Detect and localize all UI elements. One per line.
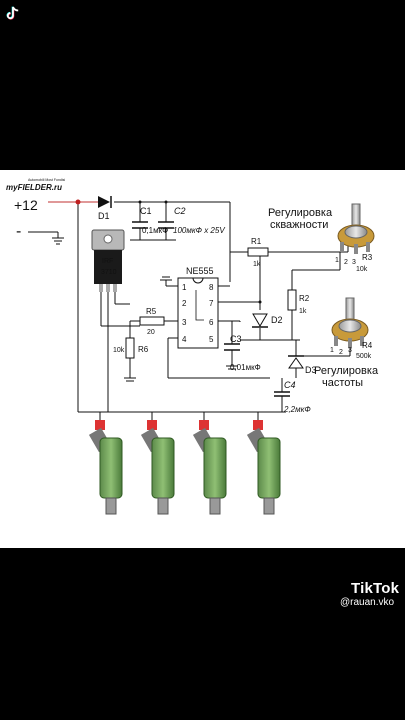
r4-label: R4	[362, 341, 373, 350]
d1-label: D1	[98, 211, 110, 221]
r1-label: R1	[251, 237, 262, 246]
injector-4	[246, 420, 281, 515]
c1-label: C1	[140, 206, 152, 216]
mosfet-label-2: 3710	[101, 269, 117, 276]
r1-value: 1k	[253, 261, 261, 268]
diode-d1	[98, 196, 112, 208]
ic-pin-8: 8	[209, 283, 214, 292]
tiktok-logo-icon	[6, 6, 19, 20]
circuit-schematic: myFIELDER.ru Automobili Most Fondisi +12…	[6, 178, 379, 515]
ic-pin-3: 3	[182, 318, 187, 327]
resistor-r1	[247, 247, 269, 257]
r4-pin-1: 1	[330, 347, 334, 354]
c2-label: C2	[174, 206, 186, 216]
ic-pin-2: 2	[182, 299, 187, 308]
rail-node	[75, 199, 81, 205]
tiktok-username[interactable]: @rauan.vko	[340, 597, 395, 608]
ic-pin-5: 5	[209, 335, 214, 344]
r6-label: R6	[138, 345, 149, 354]
capacitor-c2	[158, 221, 174, 229]
d3-label: D3	[305, 365, 317, 375]
r4-pin-3: 3	[348, 347, 352, 354]
r2-value: 1k	[299, 308, 307, 315]
r4-value: 500k	[356, 353, 372, 360]
ic-pin-6: 6	[209, 318, 214, 327]
r2-label: R2	[299, 294, 310, 303]
potentiometer-r3	[337, 203, 375, 254]
c4-label: C4	[284, 380, 296, 390]
c4-value: 2,2мкФ	[283, 405, 311, 414]
r3-value: 10k	[356, 266, 368, 273]
myfielder-logo: myFIELDER.ru Automobili Most Fondisi	[6, 178, 65, 192]
diode-d2	[252, 313, 268, 328]
duty-label-1: Регулировка	[268, 207, 333, 219]
resistor-r5	[139, 316, 165, 326]
potentiometer-r4	[331, 297, 369, 348]
minus-label: -	[16, 223, 21, 240]
ic-ne555	[177, 277, 219, 349]
capacitor-c3	[224, 343, 240, 351]
watermark-brand: myFIELDER.ru	[6, 183, 62, 192]
r3-label: R3	[362, 253, 373, 262]
c2-value: 100мкФ x 25V	[173, 226, 225, 235]
r3-pin-1: 1	[335, 257, 339, 264]
freq-label-1: Регулировка	[314, 365, 379, 377]
injector-3	[192, 420, 227, 515]
resistor-r6	[125, 337, 135, 359]
duty-label-2: скважности	[270, 219, 328, 231]
r5-label: R5	[146, 307, 157, 316]
r5-value: 20	[147, 329, 155, 336]
plus12-label: +12	[14, 197, 38, 213]
resistor-r2	[287, 289, 297, 311]
r3-pin-3: 3	[352, 259, 356, 266]
ic-label: NE555	[186, 266, 214, 276]
injector-1	[88, 420, 123, 515]
r3-pin-2: 2	[344, 259, 348, 266]
r4-pin-2: 2	[339, 349, 343, 356]
mosfet-label-1: IRF	[102, 258, 113, 265]
r6-value: 10k	[113, 347, 125, 354]
watermark-tagline: Automobili Most Fondisi	[28, 178, 65, 182]
diode-d3	[288, 355, 304, 369]
c3-value: 0,01мкФ	[230, 363, 261, 372]
d2-label: D2	[271, 315, 283, 325]
capacitor-c1	[132, 221, 148, 229]
injector-2	[140, 420, 175, 515]
freq-label-2: частоты	[322, 377, 363, 389]
tiktok-brand: TikTok	[351, 580, 400, 597]
c1-value: 0,1мкФ	[142, 226, 168, 235]
capacitor-c4	[274, 391, 290, 397]
mosfet-irf3710	[91, 229, 125, 292]
c3-label: C3	[230, 334, 242, 344]
ic-pin-7: 7	[209, 299, 214, 308]
schematic-panel: myFIELDER.ru Automobili Most Fondisi +12…	[0, 170, 405, 548]
ic-pin-1: 1	[182, 283, 187, 292]
ic-pin-4: 4	[182, 335, 187, 344]
